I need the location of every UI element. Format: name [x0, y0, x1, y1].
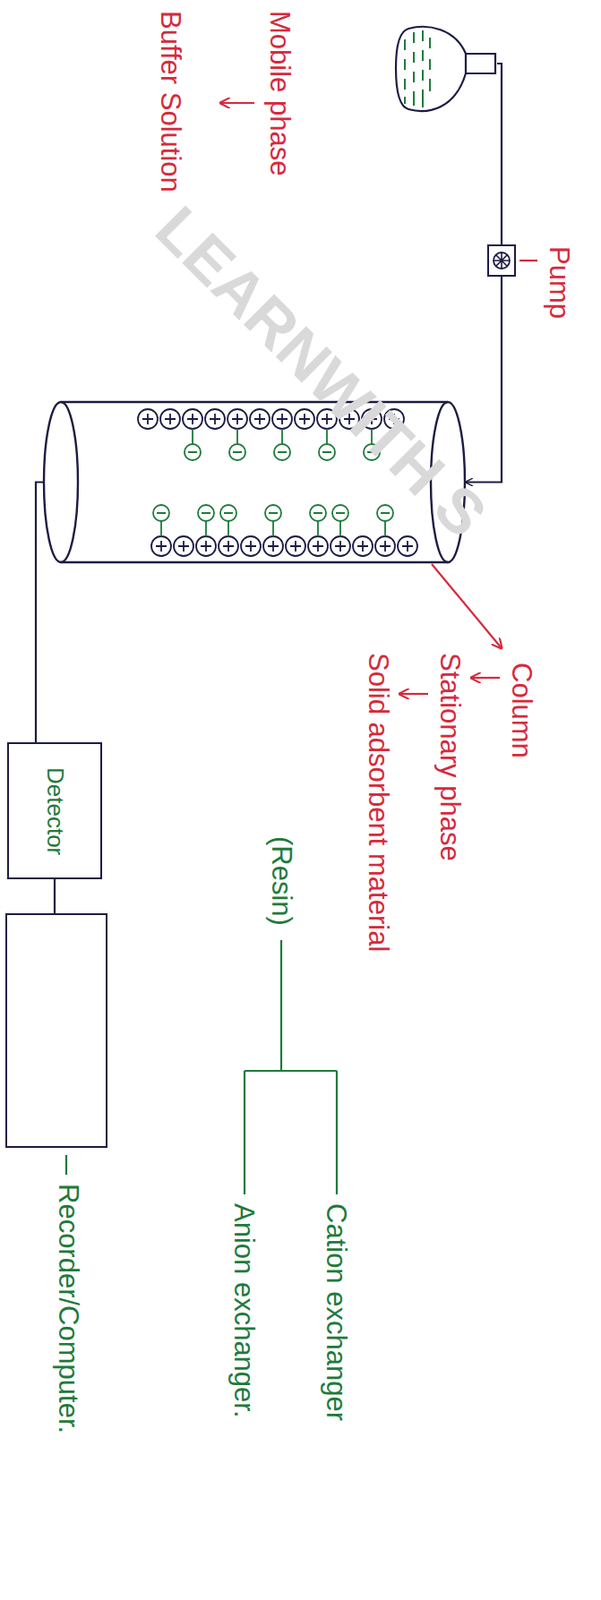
- leader-arrow: [431, 564, 502, 649]
- flow-connector: [465, 276, 502, 483]
- column-end: [43, 402, 78, 563]
- annotation-label: Solid adsorbent material: [361, 652, 395, 953]
- recorder-box-outline: [7, 915, 110, 1151]
- flow-connector: [53, 879, 56, 914]
- annotation-label: Cation exchanger: [319, 1203, 353, 1422]
- text-label: Column: [505, 662, 538, 759]
- recorder-box: Recorder/Computer.: [5, 913, 108, 1149]
- leader-line: [519, 259, 538, 262]
- annotation-label: Stationary phase: [433, 652, 466, 862]
- annotation-label: Anion exchanger.: [227, 1203, 260, 1419]
- minus-signs: [156, 452, 390, 514]
- pump-box-outline: [489, 246, 518, 279]
- leader-dash: [65, 1155, 68, 1176]
- text-label: Detector: [41, 767, 69, 856]
- down-arrow: [399, 693, 429, 696]
- down-arrow: [471, 677, 500, 679]
- annotation-label: (Resin): [265, 836, 298, 927]
- flow-connector: [497, 63, 502, 245]
- text-label: Buffer Solution: [154, 10, 187, 193]
- pump-box: Pump: [487, 244, 516, 277]
- buffer-liquid: [404, 30, 430, 108]
- text-label: Recorder/Computer.: [51, 1184, 85, 1434]
- watermark: LEARNWITH S: [141, 192, 501, 552]
- text-label: Pump: [542, 246, 576, 319]
- flow-connector: [35, 482, 43, 744]
- mobile-phase-bottle-outline: [392, 19, 498, 118]
- pump-fan: [493, 252, 510, 269]
- pump-spokes: [494, 253, 509, 268]
- text-label: Mobile phase: [263, 10, 296, 176]
- detector-box: Detector: [7, 742, 103, 880]
- down-arrow: [220, 102, 255, 104]
- fork-line: [244, 940, 337, 1195]
- mobile-phase-bottle: Mobile phaseBuffer Solution: [392, 19, 498, 118]
- bottle-outline: [395, 26, 496, 112]
